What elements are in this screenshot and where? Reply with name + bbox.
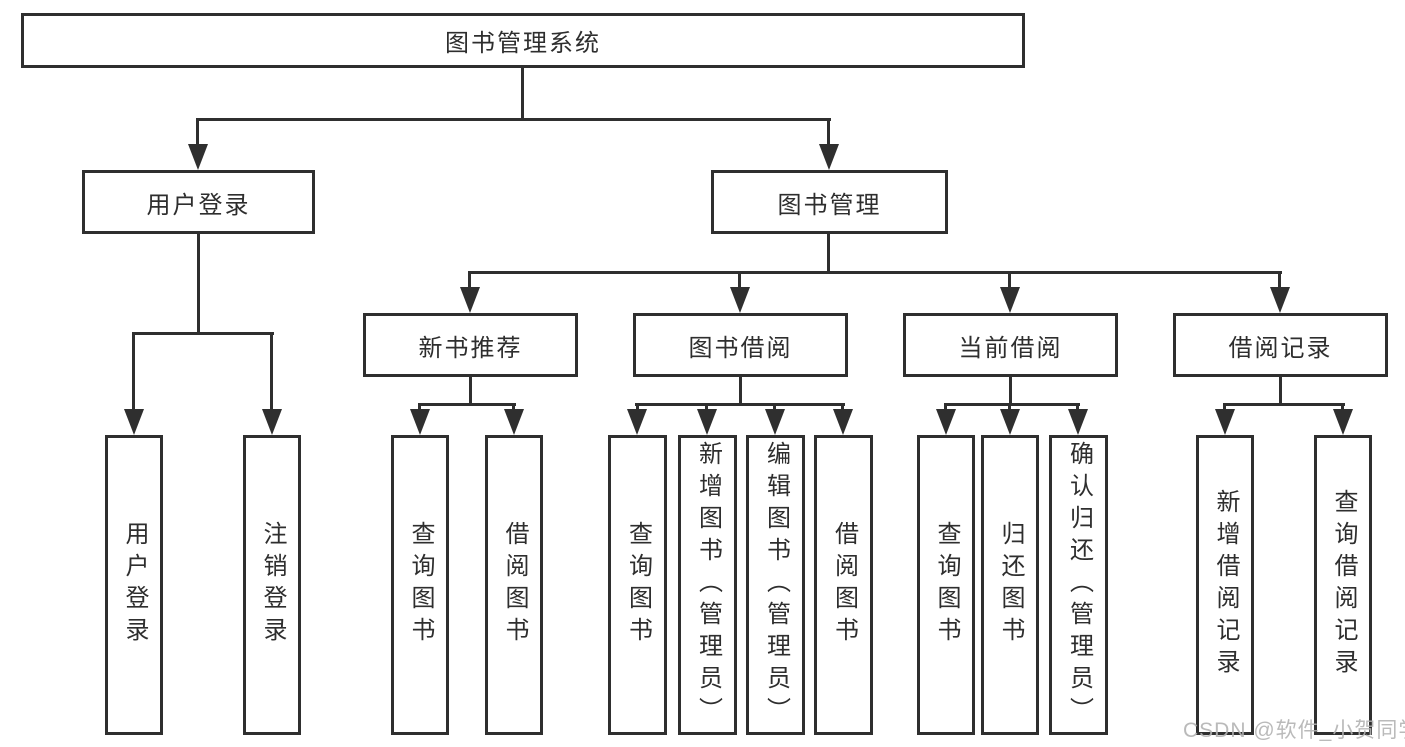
node-label: 图书管理: [777, 191, 882, 219]
connector-bookmgmt-drop: [827, 234, 830, 273]
connector-drop: [739, 377, 742, 406]
connector-shaft: [270, 332, 273, 411]
leaf-query-books-borrowing: 查询图书: [608, 435, 667, 735]
arrowhead-icon: [188, 144, 208, 170]
leaf-edit-books-admin: 编辑图书（管理员）: [746, 435, 805, 735]
connector-bar: [418, 403, 516, 406]
arrowhead-icon: [1215, 409, 1235, 435]
node-label: 图书管理系统: [445, 30, 601, 57]
connector-shaft: [1008, 403, 1011, 411]
connector-userlogin-bar: [132, 332, 274, 335]
arrowhead-icon: [936, 409, 956, 435]
leaf-add-books-admin: 新增图书（管理员）: [678, 435, 737, 735]
leaf-query-borrow-record: 查询借阅记录: [1314, 435, 1372, 735]
connector-bar: [944, 403, 1080, 406]
arrowhead-icon: [504, 409, 524, 435]
node-borrowing-records: 借阅记录: [1173, 313, 1388, 377]
connector-level3-bar: [468, 271, 1282, 274]
node-user-login: 用户登录: [82, 170, 315, 234]
arrowhead-icon: [410, 409, 430, 435]
arrowhead-icon: [460, 287, 480, 313]
arrowhead-icon: [1068, 409, 1088, 435]
leaf-borrow-books-recommend: 借阅图书: [485, 435, 543, 735]
arrowhead-icon: [627, 409, 647, 435]
connector-shaft: [512, 403, 515, 411]
leaf-logout: 注销登录: [243, 435, 301, 735]
node-label: 当前借阅: [958, 334, 1063, 362]
connector-shaft: [132, 332, 135, 411]
connector-shaft: [773, 403, 776, 411]
connector-shaft: [827, 118, 830, 146]
arrowhead-icon: [1333, 409, 1353, 435]
leaf-label: 借阅图书: [830, 521, 858, 649]
csdn-watermark: CSDN @软件_小贺同学: [1183, 719, 1405, 742]
node-label: 借阅记录: [1228, 334, 1333, 362]
leaf-label: 新增图书（管理员）: [694, 441, 722, 729]
connector-bar: [1223, 403, 1345, 406]
node-new-book-recommend: 新书推荐: [363, 313, 578, 377]
connector-shaft: [418, 403, 421, 411]
leaf-label: 查询借阅记录: [1330, 489, 1357, 681]
connector-drop: [1279, 377, 1282, 406]
node-label: 新书推荐: [418, 334, 523, 362]
leaf-label: 确认归还（管理员）: [1065, 441, 1093, 729]
arrowhead-icon: [1270, 287, 1290, 313]
arrowhead-icon: [124, 409, 144, 435]
node-book-management: 图书管理: [711, 170, 948, 234]
arrowhead-icon: [833, 409, 853, 435]
connector-shaft: [1223, 403, 1226, 411]
node-label: 用户登录: [146, 191, 251, 219]
connector-shaft: [636, 403, 639, 411]
connector-shaft: [738, 271, 741, 290]
connector-shaft: [841, 403, 844, 411]
connector-shaft: [1008, 271, 1011, 290]
connector-bar: [635, 403, 845, 406]
connector-root-drop: [521, 68, 524, 120]
leaf-label: 用户登录: [121, 521, 148, 649]
leaf-user-login: 用户登录: [105, 435, 163, 735]
leaf-label: 查询图书: [624, 521, 652, 649]
connector-level2-bar: [197, 118, 831, 121]
connector-shaft: [944, 403, 947, 411]
leaf-add-borrow-record: 新增借阅记录: [1196, 435, 1254, 735]
leaf-label: 查询图书: [407, 521, 434, 649]
connector-userlogin-drop: [197, 234, 200, 335]
leaf-label: 注销登录: [259, 521, 286, 649]
leaf-label: 新增借阅记录: [1212, 489, 1239, 681]
connector-shaft: [468, 271, 471, 290]
arrowhead-icon: [262, 409, 282, 435]
leaf-label: 编辑图书（管理员）: [762, 441, 790, 729]
node-library-management-system: 图书管理系统: [21, 13, 1025, 68]
leaf-confirm-return-admin: 确认归还（管理员）: [1049, 435, 1108, 735]
connector-shaft: [705, 403, 708, 411]
arrowhead-icon: [819, 144, 839, 170]
arrowhead-icon: [765, 409, 785, 435]
arrowhead-icon: [1000, 287, 1020, 313]
connector-drop: [1009, 377, 1012, 406]
connector-drop: [469, 377, 472, 406]
arrowhead-icon: [697, 409, 717, 435]
leaf-label: 归还图书: [997, 521, 1024, 649]
connector-shaft: [1076, 403, 1079, 411]
leaf-label: 查询图书: [933, 521, 960, 649]
connector-shaft: [1278, 271, 1281, 290]
leaf-label: 借阅图书: [501, 521, 528, 649]
node-book-borrowing: 图书借阅: [633, 313, 848, 377]
connector-shaft: [196, 118, 199, 146]
node-current-borrowing: 当前借阅: [903, 313, 1118, 377]
connector-shaft: [1341, 403, 1344, 411]
arrowhead-icon: [1000, 409, 1020, 435]
leaf-borrow-books: 借阅图书: [814, 435, 873, 735]
leaf-query-books-current: 查询图书: [917, 435, 975, 735]
leaf-return-books: 归还图书: [981, 435, 1039, 735]
leaf-query-books-recommend: 查询图书: [391, 435, 449, 735]
arrowhead-icon: [730, 287, 750, 313]
node-label: 图书借阅: [688, 334, 793, 362]
